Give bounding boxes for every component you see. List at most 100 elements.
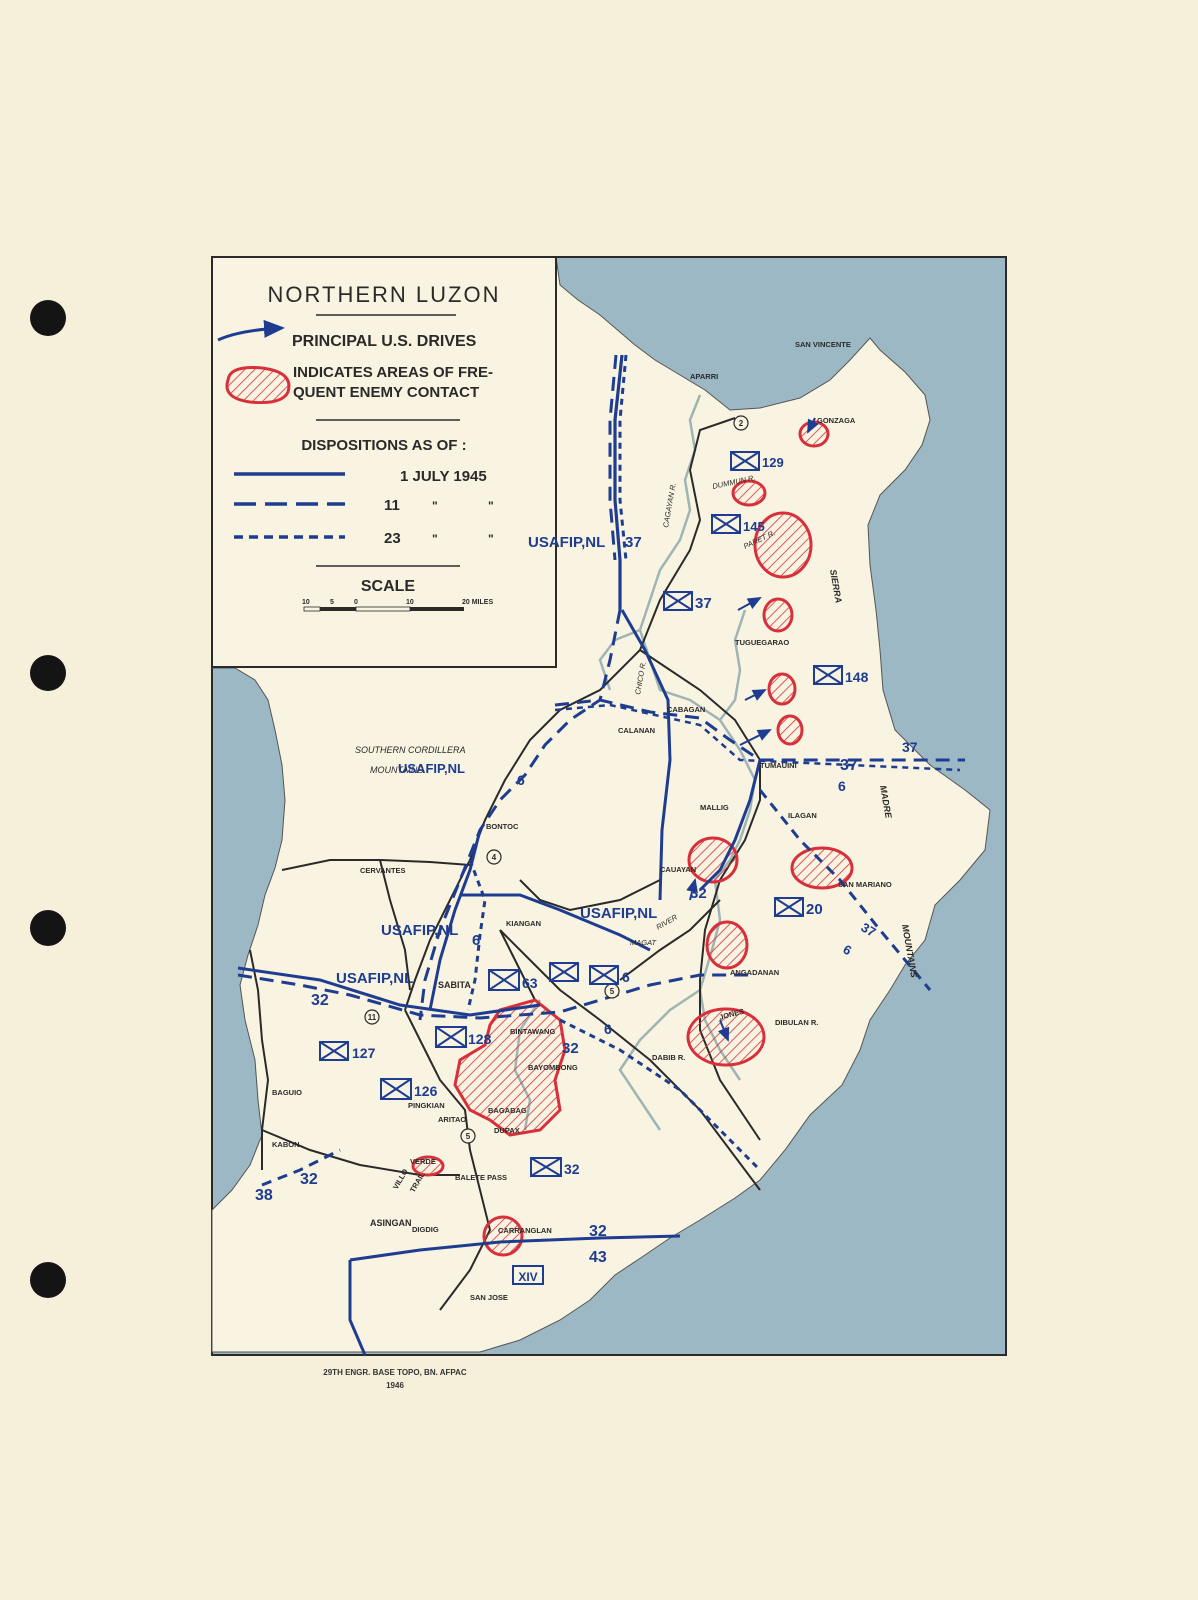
force-label: 6 [604, 1021, 612, 1037]
unit-number: 63 [522, 975, 538, 991]
place-label: SAN VINCENTE [795, 340, 851, 349]
force-label: 32 [690, 885, 707, 902]
unit-symbols [319, 451, 843, 1285]
place-label: APARRI [690, 372, 718, 381]
punch-hole [30, 655, 66, 691]
unit-symbol [530, 1157, 562, 1177]
punch-hole [30, 300, 66, 336]
place-label: BINTAWANG [510, 1027, 555, 1036]
force-label: 37 [625, 534, 642, 551]
place-label: CALANAN [618, 726, 655, 735]
unit-number: 127 [352, 1045, 376, 1061]
legend-ditto: " [488, 499, 494, 513]
scale-tick: 10 [406, 599, 414, 606]
unit-number: 6 [622, 969, 630, 985]
legend-ditto: " [432, 532, 438, 546]
unit-number: 128 [468, 1031, 492, 1047]
place-label: ILAGAN [788, 811, 817, 820]
place-label: MAGAT [630, 938, 658, 947]
legend-date3: 23 [384, 530, 401, 547]
legend-drives-label: PRINCIPAL U.S. DRIVES [292, 333, 477, 350]
unit-symbol [512, 1265, 544, 1285]
place-label: ANGADANAN [730, 968, 779, 977]
force-labels: USAFIP,NL 37 USAFIP,NL 37 6 37 6 USAFIP,… [255, 534, 918, 1266]
legend-ditto: " [432, 499, 438, 513]
drive-arrows [686, 417, 819, 1042]
place-label: MALLIG [700, 803, 729, 812]
place-label: BAYOMBONG [528, 1063, 578, 1072]
enemy-contact-areas [411, 420, 854, 1257]
force-label: 37 [840, 757, 858, 774]
scale-tick: 10 [302, 599, 310, 606]
place-label: MOUNTAINS [370, 765, 423, 775]
unit-symbol [711, 514, 741, 534]
us-drives [237, 354, 965, 1356]
route-number: 5 [610, 987, 615, 996]
place-label: DUPAX [494, 1126, 520, 1135]
force-label: 37 [902, 739, 918, 755]
force-label: USAFIP,NL [381, 922, 458, 939]
legend-date2: 11 [384, 497, 400, 514]
force-label: 43 [589, 1249, 607, 1266]
legend-title: NORTHERN LUZON [268, 282, 501, 307]
unit-symbol [663, 591, 693, 611]
legend: NORTHERN LUZON PRINCIPAL U.S. DRIVES IND… [211, 256, 557, 668]
force-label: USAFIP,NL [528, 534, 605, 551]
scale-tick: 5 [330, 599, 334, 606]
route-numbers: 2 4 5 11 5 [368, 419, 744, 1141]
scale-bar [303, 606, 464, 612]
place-label: DIGDIG [412, 1225, 439, 1234]
force-label: 6 [517, 772, 525, 788]
force-label: USAFIP,NL [336, 970, 413, 987]
place-label: BONTOC [486, 822, 519, 831]
punch-hole [30, 1262, 66, 1298]
unit-symbol [730, 451, 760, 471]
unit-number: 129 [762, 455, 784, 470]
place-label: CABAGAN [667, 705, 705, 714]
caption-line1: 29TH ENGR. BASE TOPO, BN. AFPAC [323, 1368, 467, 1377]
legend-scale-label: SCALE [361, 578, 416, 595]
unit-number: 32 [564, 1161, 580, 1177]
place-label: SAN JOSE [470, 1293, 508, 1302]
route-number: 11 [368, 1013, 377, 1022]
route-number: 5 [466, 1132, 471, 1141]
place-label: ARITAO [438, 1115, 466, 1124]
place-label: SABITA [438, 980, 471, 990]
place-label: BAGUIO [272, 1088, 302, 1097]
unit-number: 126 [414, 1083, 438, 1099]
force-label: 37 [859, 920, 879, 940]
place-label: SOUTHERN CORDILLERA [355, 745, 466, 755]
unit-number: 148 [845, 669, 869, 685]
force-label: 32 [562, 1040, 579, 1057]
place-label: DIBULAN R. [775, 1018, 818, 1027]
force-label: 38 [255, 1187, 273, 1204]
unit-symbol [774, 897, 804, 917]
place-label: GONZAGA [817, 416, 856, 425]
place-label: BALETE PASS [455, 1173, 507, 1182]
unit-symbol [435, 1026, 467, 1048]
punch-hole [30, 910, 66, 946]
route-markers [364, 415, 749, 1144]
place-label: CARRANGLAN [498, 1226, 552, 1235]
unit-number: XIV [518, 1270, 537, 1284]
scale-tick: 20 MILES [462, 599, 493, 606]
place-label: TUGUEGARAO [735, 638, 789, 647]
force-label: USAFIP,NL [398, 761, 465, 776]
place-label: CAUAYAN [660, 865, 696, 874]
unit-symbol [589, 965, 619, 985]
place-label: CERVANTES [360, 866, 406, 875]
place-label: BAGABAG [488, 1106, 527, 1115]
force-label: 6 [472, 932, 480, 949]
unit-number: 20 [806, 901, 823, 918]
route-number: 2 [739, 419, 744, 428]
force-label: 6 [838, 778, 846, 794]
unit-symbol [813, 665, 843, 685]
unit-number: 37 [695, 595, 712, 612]
place-label: DABIB R. [652, 1053, 685, 1062]
unit-number: 145 [743, 519, 765, 534]
place-label: KABON [272, 1140, 300, 1149]
caption-line2: 1946 [386, 1381, 404, 1390]
place-label: TUMAUINI [760, 761, 797, 770]
place-label: VERDE [410, 1157, 436, 1166]
unit-symbol [488, 969, 520, 991]
